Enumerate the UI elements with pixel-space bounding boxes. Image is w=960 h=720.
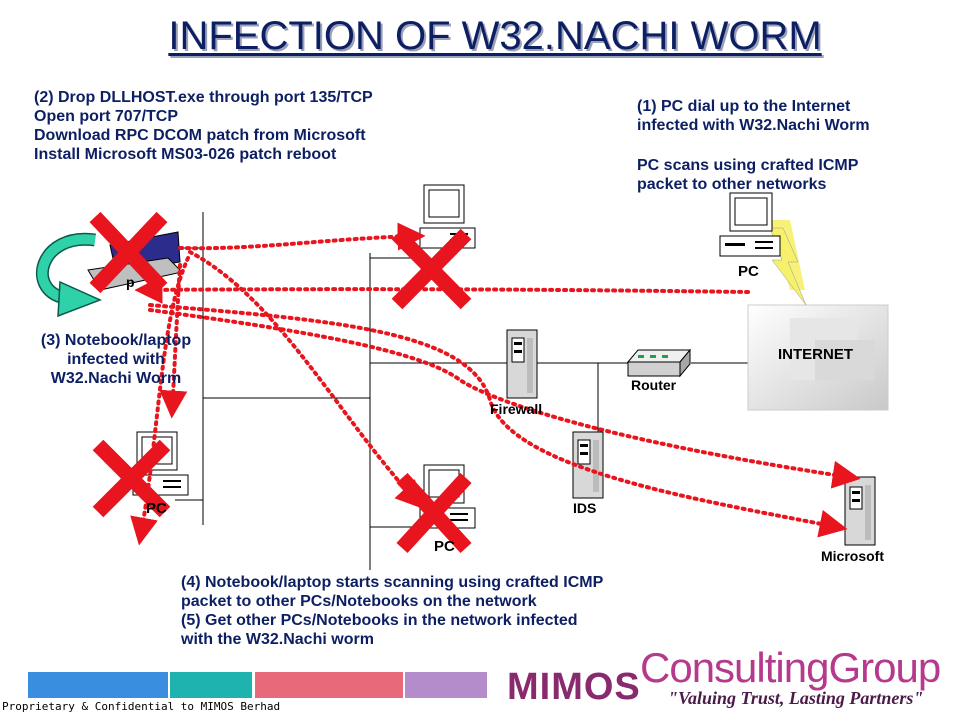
green-curved-arrow-icon (35, 232, 102, 318)
router-icon (626, 348, 692, 378)
step4-line: packet to other PCs/Notebooks on the net… (181, 593, 537, 610)
ids-label: IDS (573, 500, 597, 516)
path-laptop-down (159, 263, 188, 419)
infection-paths (130, 222, 861, 546)
x-mark-laptop-icon (89, 211, 168, 294)
step1b-text: PC scans using crafted ICMP packet to ot… (637, 156, 858, 194)
x-mark-pc-bottom-icon (396, 472, 472, 554)
path-pc-to-laptop (134, 275, 750, 304)
confidential-notice: Proprietary & Confidential to MIMOS Berh… (2, 700, 281, 713)
page-title: INFECTION OF W32.NACHI WORM (168, 14, 822, 58)
step2-line: Download RPC DCOM patch from Microsoft (34, 127, 366, 144)
microsoft-label: Microsoft (821, 548, 884, 564)
brand-consulting-logo: ConsultingGroup (640, 644, 941, 691)
step2-text: (2) Drop DLLHOST.exe through port 135/TC… (34, 88, 373, 164)
pc-dialup-label: PC (738, 263, 759, 280)
internet-cloud (747, 220, 889, 411)
step1-line: (1) PC dial up to the Internet (637, 98, 851, 115)
firewall-label: Firewall (490, 401, 543, 417)
step2-line: (2) Drop DLLHOST.exe through port 135/TC… (34, 89, 373, 106)
pc-dialup-icon (719, 192, 781, 257)
step5-line: with the W32.Nachi worm (181, 631, 374, 648)
brand-tagline: "Valuing Trust, Lasting Partners" (668, 688, 924, 708)
step2-line: Install Microsoft MS03-026 patch reboot (34, 146, 337, 163)
brand-mimos-logo: MIMOS (507, 666, 641, 708)
network-wiring (175, 212, 748, 570)
firewall-icon (506, 329, 538, 399)
internet-label: INTERNET (778, 346, 853, 363)
step3-text: (3) Notebook/laptop infected with W32.Na… (28, 331, 204, 388)
step3-line: infected with (67, 351, 165, 368)
step5-line: (5) Get other PCs/Notebooks in the netwo… (181, 612, 578, 629)
step3-line: (3) Notebook/laptop (40, 332, 192, 349)
pc-bottom-left-label: PC (146, 500, 167, 517)
step1b-line: packet to other networks (637, 176, 827, 193)
step1-line: infected with W32.Nachi Worm (637, 117, 870, 134)
path-laptop-to-pc-top (178, 222, 426, 251)
path-laptop-to-microsoft (148, 303, 848, 538)
step1b-line: PC scans using crafted ICMP (637, 157, 859, 174)
step1-text: (1) PC dial up to the Internet infected … (637, 97, 870, 135)
ids-icon (572, 431, 604, 499)
path-laptop-to-pc-bottom (188, 250, 424, 510)
step2-line: Open port 707/TCP (34, 108, 179, 125)
pc-bottom-center-label: PC (434, 538, 455, 555)
path-laptop-to-ids (148, 308, 861, 489)
step5-text: (5) Get other PCs/Notebooks in the netwo… (181, 611, 578, 649)
step3-line: W32.Nachi Worm (50, 370, 182, 387)
router-label: Router (631, 377, 677, 393)
x-mark-pc-top-icon (391, 228, 472, 310)
laptop-label: p (126, 274, 135, 290)
microsoft-server-icon (844, 476, 876, 546)
step4-line: (4) Notebook/laptop starts scanning usin… (181, 574, 604, 591)
x-mark-pc-left-icon (92, 439, 171, 518)
footer-color-bar (28, 672, 487, 698)
step4-text: (4) Notebook/laptop starts scanning usin… (181, 573, 603, 611)
